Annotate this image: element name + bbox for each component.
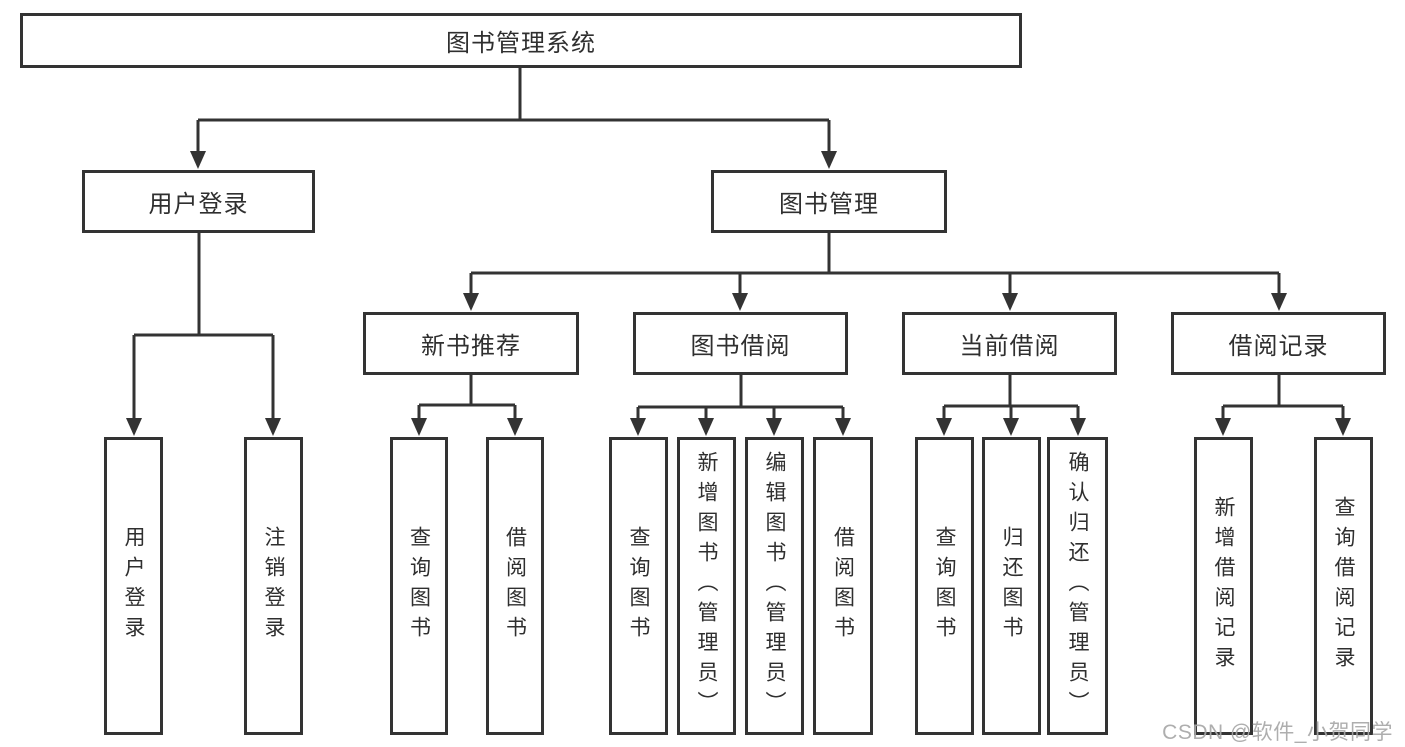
leaf-query-books-borrowing: 查询图书 [609,437,668,735]
leaf-confirm-return-admin: 确认归还（管理员） [1047,437,1108,735]
watermark: CSDN @软件_小贺同学 [1162,721,1393,744]
node-new-book-recommendation: 新书推荐 [363,312,579,375]
leaf-borrow-books-recommend: 借阅图书 [486,437,544,735]
node-label: 新书推荐 [421,333,521,360]
node-borrowing-records: 借阅记录 [1171,312,1386,375]
leaf-query-books-recommend: 查询图书 [390,437,448,735]
leaf-return-books: 归还图书 [982,437,1041,735]
node-library-management-system: 图书管理系统 [20,13,1022,68]
node-label: 查询图书 [627,526,650,646]
leaf-query-borrow-record: 查询借阅记录 [1314,437,1373,735]
leaf-logout: 注销登录 [244,437,303,735]
node-label: 确认归还（管理员） [1066,451,1089,721]
node-label: 借阅记录 [1228,333,1329,360]
node-label: 新增图书（管理员） [695,451,718,721]
node-book-borrowing: 图书借阅 [633,312,848,375]
node-label: 查询借阅记录 [1332,496,1355,676]
node-label: 查询图书 [407,526,431,646]
node-label: 归还图书 [1000,526,1023,646]
node-label: 新增借阅记录 [1212,496,1235,676]
leaf-edit-books-admin: 编辑图书（管理员） [745,437,804,735]
node-label: 图书管理系统 [446,30,596,57]
node-label: 查询图书 [933,526,956,646]
node-user-login: 用户登录 [82,170,315,233]
node-label: 用户登录 [122,526,145,646]
node-label: 注销登录 [262,526,285,646]
node-label: 编辑图书（管理员） [763,451,786,721]
node-label: 图书管理 [779,191,879,218]
node-current-borrowing: 当前借阅 [902,312,1117,375]
node-label: 图书借阅 [690,333,791,360]
node-label: 借阅图书 [831,526,855,646]
leaf-add-books-admin: 新增图书（管理员） [677,437,736,735]
leaf-query-books-current: 查询图书 [915,437,974,735]
leaf-user-login: 用户登录 [104,437,163,735]
node-label: 借阅图书 [503,526,527,646]
leaf-add-borrow-record: 新增借阅记录 [1194,437,1253,735]
node-label: 当前借阅 [959,333,1060,360]
node-book-management: 图书管理 [711,170,947,233]
node-label: 用户登录 [148,191,249,218]
leaf-borrow-books-borrowing: 借阅图书 [813,437,873,735]
